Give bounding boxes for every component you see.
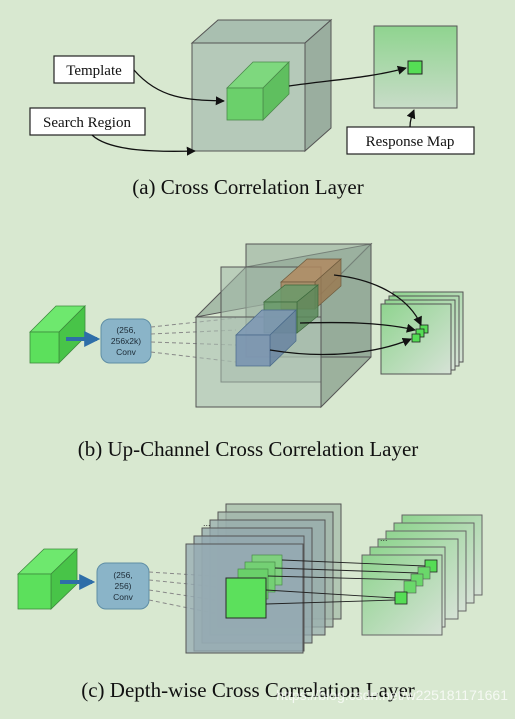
caption-a: (a) Cross Correlation Layer (132, 175, 364, 199)
panel-a: Template Search Region Response Map (a) … (29, 18, 475, 199)
conv-b-line1: (256, (116, 325, 135, 335)
kernel-arrow-middle (299, 321, 416, 333)
input-feature-cube (29, 305, 86, 364)
caption-c: (c) Depth-wise Cross Correlation Layer (81, 678, 415, 702)
ellipsis-left: ... (203, 518, 211, 528)
response-map-stack-c (361, 514, 483, 636)
template-feature-cube (226, 61, 290, 121)
response-map-pointer-arrow (406, 109, 416, 128)
depthwise-kernels (225, 554, 283, 619)
response-map-stack-b (380, 291, 464, 375)
panel-c: (256, 256) Conv ... (17, 503, 483, 702)
search-region-arrow (91, 134, 196, 156)
kernel-arrow-top (333, 274, 422, 326)
conv-block-c (96, 562, 150, 610)
template-label: Template (66, 63, 122, 79)
depthwise-correlation-lines (265, 559, 426, 605)
caption-b: (b) Up-Channel Cross Correlation Layer (78, 437, 419, 461)
search-region-label-box (29, 107, 146, 136)
conv-c-line2: 256) (114, 581, 131, 591)
conv-block-b (100, 318, 152, 364)
panel-b: (256, 256x2k) Conv (29, 242, 464, 461)
watermark: https://blog.csdn.net/w225181171661 (276, 687, 508, 703)
conv-b-line3: Conv (116, 347, 137, 357)
ellipsis-right: ... (380, 533, 388, 543)
template-label-box (53, 55, 135, 84)
kernel-column-blue (235, 309, 297, 367)
kernel-arrow-bottom (269, 337, 412, 356)
response-peak (407, 60, 423, 75)
input-feature-cube-c (17, 548, 78, 610)
correlation-arrow (288, 65, 407, 87)
search-region-label: Search Region (43, 115, 131, 131)
response-map-label: Response Map (366, 134, 455, 150)
template-arrow (133, 69, 225, 106)
conv-c-line3: Conv (113, 592, 134, 602)
conv-b-line2: 256x2k) (111, 336, 141, 346)
conv-c-line1: (256, (113, 570, 132, 580)
